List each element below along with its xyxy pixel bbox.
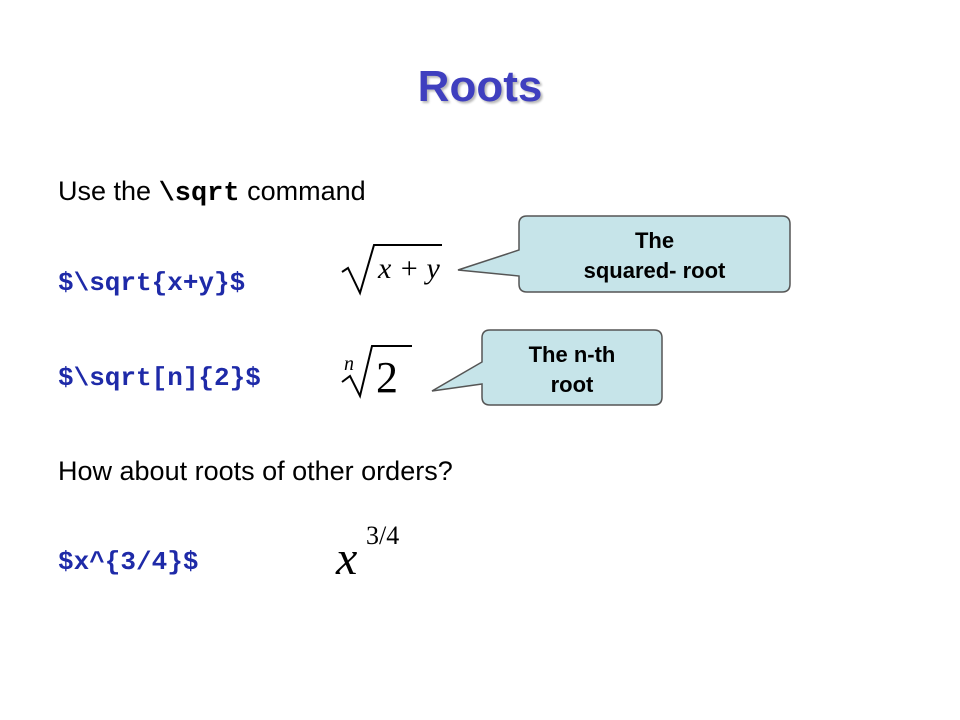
intro-line: Use the \sqrt command [58,176,366,209]
callout-nth-root-bubble [431,329,663,406]
radical-sign [341,345,412,399]
callout-squared-root-line1: The [634,228,675,253]
radicand-2: 2 [376,353,398,402]
rendered-sqrt-xy: x + y [341,244,442,296]
question-line: How about roots of other orders? [58,456,453,486]
radicand-xy: x + y [377,252,441,285]
power-base: x [335,532,357,585]
rendered-x-power: x 3/4 [335,521,399,585]
callout-squared-root: The squared- root [519,226,790,286]
radical-sign [341,244,442,296]
code-sqrt-n-2: $\sqrt[n]{2}$ [58,363,261,393]
callout-nth-root-line1: The n-th [528,342,616,367]
rendered-nth-root: n 2 [341,345,412,402]
intro-command: \sqrt [158,179,240,209]
callout-nth-root: The n-th root [482,340,662,400]
slide-title: Roots [417,62,543,111]
callout-squared-root-line2: squared- root [583,258,726,283]
intro-prefix: Use the [58,176,152,206]
root-index: n [344,353,354,375]
power-exponent: 3/4 [366,521,399,550]
callout-squared-root-bubble [457,215,791,293]
intro-suffix: command [247,176,366,206]
code-sqrt-xy: $\sqrt{x+y}$ [58,268,246,298]
callout-nth-root-line2: root [550,372,594,397]
code-x-power: $x^{3/4}$ [58,547,199,577]
